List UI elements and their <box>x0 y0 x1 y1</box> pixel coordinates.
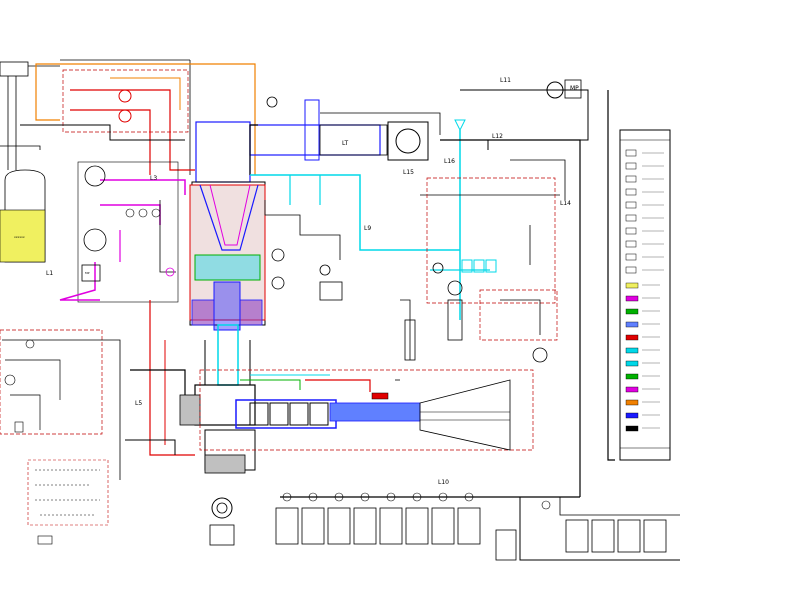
black-piping-network <box>264 79 615 497</box>
svg-text:xxxxxx: xxxxxx <box>14 235 25 239</box>
left-auxiliary-section <box>0 329 121 480</box>
outlet-diffuser <box>199 369 534 451</box>
line-label-l1: L1 <box>46 270 53 277</box>
top-left-feed-section <box>0 59 256 175</box>
line-label-l14: L14 <box>560 200 571 207</box>
central-reactor <box>125 121 266 546</box>
storage-tank: xxxxxx <box>0 169 46 263</box>
top-lt-heat-exchanger <box>249 96 441 175</box>
cyan-line-l9 <box>250 119 497 320</box>
l10-cylinder-bank <box>275 492 680 561</box>
line-label-l11: L11 <box>500 77 511 84</box>
magenta-vacuum-line-l3: MP <box>59 161 186 303</box>
line-label-l15: L15 <box>403 169 414 176</box>
line-label-l9: L9 <box>364 225 371 232</box>
control-sketch <box>27 459 109 545</box>
line-label-l12: L12 <box>492 133 503 140</box>
line-label-l16: L16 <box>444 158 455 165</box>
line-label-mp: MP <box>570 85 579 92</box>
line-label-l5: L5 <box>135 400 142 407</box>
line-label-l10: L10 <box>438 479 449 486</box>
svg-text:MP: MP <box>85 271 90 275</box>
line-label-l3: L3 <box>150 175 157 182</box>
legend-panel <box>619 129 671 461</box>
line-label-lt: LT <box>342 140 349 147</box>
